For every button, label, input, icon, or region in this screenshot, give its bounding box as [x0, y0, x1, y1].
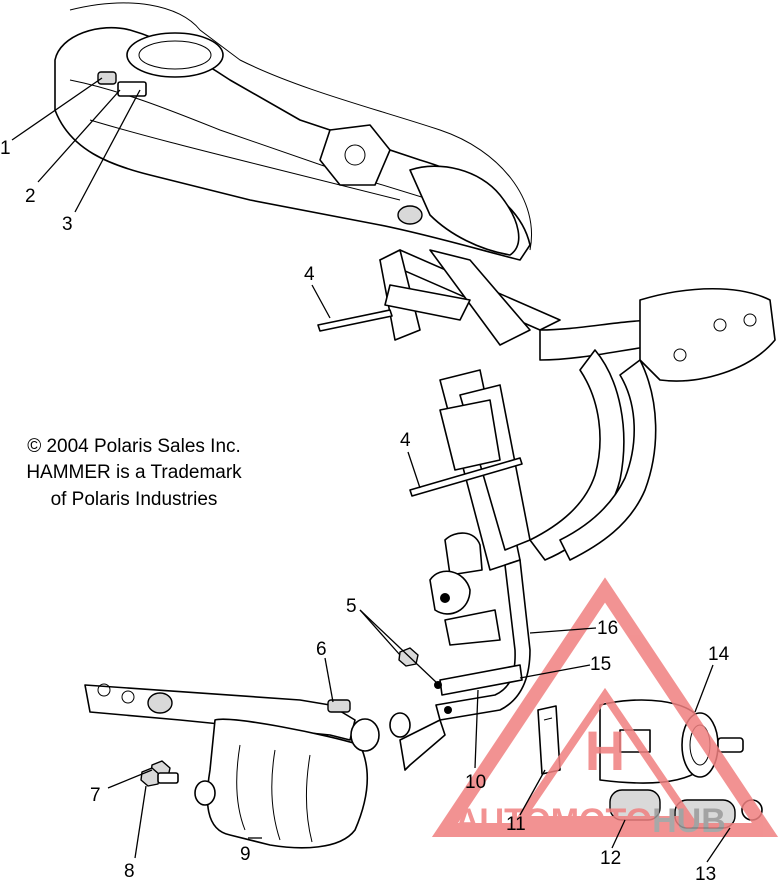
callout-4b: 4 [400, 430, 411, 451]
callout-16: 16 [597, 618, 618, 639]
callout-11: 11 [506, 814, 526, 835]
watermark-text-moto: MOTO [551, 802, 652, 840]
callout-labels: 1 2 3 4 4 5 6 7 8 9 10 11 12 13 14 15 16 [0, 138, 730, 883]
callout-14: 14 [708, 644, 730, 665]
watermark-triangle [431, 577, 779, 837]
frame-backbone [54, 2, 532, 261]
callout-3: 3 [62, 214, 73, 235]
heat-shield-assembly [84, 683, 446, 849]
callout-13: 13 [695, 864, 716, 883]
automotohub-watermark: H AUTOMOTOHUB [431, 577, 779, 840]
watermark-triangle-inner [512, 687, 698, 824]
callout-10: 10 [465, 772, 486, 793]
hardware-parts [140, 309, 523, 787]
leader-lines [11, 77, 731, 863]
watermark-text-hub: HUB [652, 802, 726, 840]
callout-8: 8 [124, 861, 135, 882]
callout-2: 2 [25, 186, 36, 207]
copyright-line-1: © 2004 Polaris Sales Inc. [27, 436, 241, 457]
callout-5: 5 [346, 596, 357, 617]
copyright-line-2: HAMMER is a Trademark [26, 462, 242, 483]
copyright-notice: © 2004 Polaris Sales Inc. HAMMER is a Tr… [26, 436, 242, 510]
callout-1: 1 [0, 138, 11, 159]
svg-text:AUTOMOTOHUB: AUTOMOTOHUB [455, 802, 726, 840]
copyright-line-3: of Polaris Industries [51, 489, 218, 510]
callout-12: 12 [600, 848, 621, 869]
watermark-text-auto: AUTO [455, 802, 551, 840]
callout-4a: 4 [304, 264, 315, 285]
callout-15: 15 [590, 654, 611, 675]
callout-6: 6 [316, 639, 327, 660]
callout-9: 9 [240, 844, 251, 865]
watermark-letter: H [585, 719, 625, 782]
callout-7: 7 [90, 785, 101, 806]
